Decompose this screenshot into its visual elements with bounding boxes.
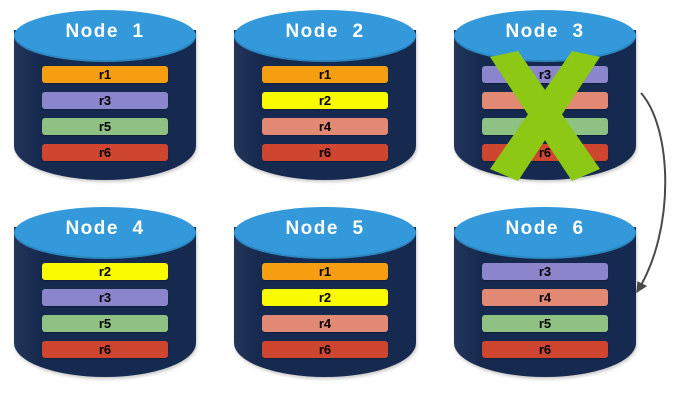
record-bar-r1[interactable]: r1 [42, 66, 168, 83]
cylinder-top-ellipse [14, 207, 196, 259]
record-bar-r6[interactable]: r6 [482, 341, 608, 358]
record-list: r3 r4 r5 r6 [482, 263, 608, 358]
record-bar-r4[interactable]: r4 [262, 118, 388, 135]
record-bar-r6[interactable]: r6 [262, 144, 388, 161]
record-bar-r2[interactable]: r2 [262, 92, 388, 109]
cylinder-top-ellipse [234, 207, 416, 259]
record-bar-r4[interactable]: r4 [262, 315, 388, 332]
database-node-4[interactable]: Node 4 r2 r3 r5 r6 [14, 207, 196, 385]
record-list: r1 r2 r4 r6 [262, 66, 388, 161]
database-node-1[interactable]: Node 1 r1 r3 r5 r6 [14, 10, 196, 188]
record-bar-r4[interactable]: r4 [482, 289, 608, 306]
record-bar-r3[interactable]: r3 [42, 92, 168, 109]
node-title: Node 5 [285, 218, 365, 239]
record-bar-r5[interactable]: r5 [42, 315, 168, 332]
record-bar-r2[interactable]: r2 [42, 263, 168, 280]
node-title: Node 4 [65, 218, 145, 239]
record-bar-r5[interactable]: r5 [42, 118, 168, 135]
cylinder-top-ellipse [14, 10, 196, 62]
cylinder-top-ellipse [454, 207, 636, 259]
record-bar-r1[interactable]: r1 [262, 263, 388, 280]
record-bar-r2[interactable]: r2 [262, 289, 388, 306]
database-node-5[interactable]: Node 5 r1 r2 r4 r6 [234, 207, 416, 385]
node-title: Node 6 [505, 218, 585, 239]
arrow-path [636, 92, 667, 294]
node-title: Node 1 [65, 21, 145, 42]
record-bar-r3[interactable]: r3 [482, 66, 608, 83]
record-bar-r6[interactable]: r6 [42, 341, 168, 358]
cylinder-top-ellipse [234, 10, 416, 62]
record-bar-r5[interactable]: r5 [482, 315, 608, 332]
node-title: Node 2 [285, 21, 365, 42]
record-bar-r3[interactable]: r3 [482, 263, 608, 280]
database-node-2[interactable]: Node 2 r1 r2 r4 r6 [234, 10, 416, 188]
record-bar-r6[interactable]: r6 [482, 144, 608, 161]
record-bar-r5[interactable]: r5 [482, 118, 608, 135]
record-bar-r3[interactable]: r3 [42, 289, 168, 306]
record-bar-r4[interactable]: r4 [482, 92, 608, 109]
record-bar-r6[interactable]: r6 [262, 341, 388, 358]
database-node-6[interactable]: Node 6 r3 r4 r5 r6 [454, 207, 636, 385]
record-bar-r6[interactable]: r6 [42, 144, 168, 161]
record-list: r1 r2 r4 r6 [262, 263, 388, 358]
record-list: r1 r3 r5 r6 [42, 66, 168, 161]
record-list: r2 r3 r5 r6 [42, 263, 168, 358]
record-bar-r1[interactable]: r1 [262, 66, 388, 83]
database-node-3[interactable]: Node 3 r3 r4 r5 r6 [454, 10, 636, 188]
record-list: r3 r4 r5 r6 [482, 66, 608, 161]
node-title: Node 3 [505, 21, 585, 42]
